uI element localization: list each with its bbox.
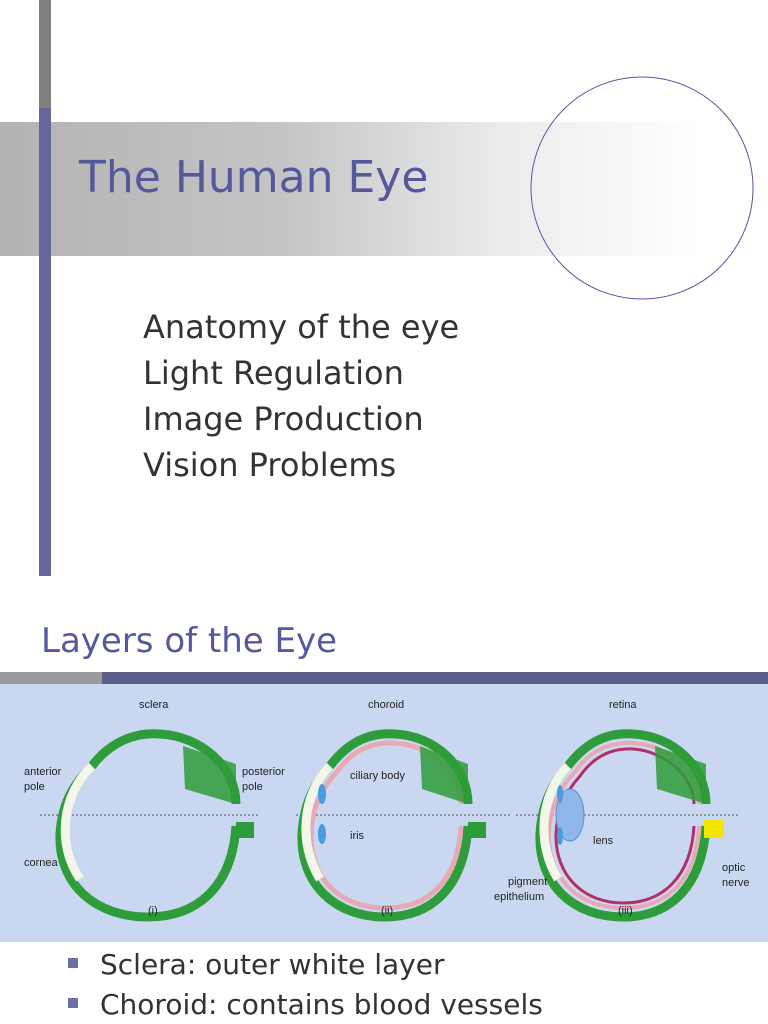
left-gray-bar xyxy=(39,0,51,108)
eye-panel-i: sclera anterior pole posterior pole corn… xyxy=(24,699,285,922)
title-rule-purple xyxy=(102,672,768,684)
label-optic: optic xyxy=(722,862,746,874)
label-cornea: cornea xyxy=(24,857,59,869)
label-nerve: nerve xyxy=(722,877,750,889)
bullet-square-icon xyxy=(68,998,78,1008)
bullet-item: Choroid: contains blood vessels xyxy=(68,988,543,1021)
label-anterior: anterior xyxy=(24,766,62,778)
eye-panel-iii: retina lens pigment epithelium optic ner… xyxy=(494,699,750,922)
label-epithelium: epithelium xyxy=(494,891,544,903)
agenda-item: Vision Problems xyxy=(143,446,397,484)
caption-i: (i) xyxy=(148,905,158,917)
agenda-item: Anatomy of the eye xyxy=(143,308,460,346)
slide-title: The Human Eye xyxy=(79,152,429,203)
agenda-item: Image Production xyxy=(143,400,424,438)
eye-layers-diagram: sclera anterior pole posterior pole corn… xyxy=(0,684,768,942)
caption-ii: (ii) xyxy=(381,905,393,917)
label-pole: pole xyxy=(24,781,45,793)
bullet-text: Sclera: outer white layer xyxy=(100,948,445,981)
bullet-item: Sclera: outer white layer xyxy=(68,948,444,981)
section-title: Layers of the Eye xyxy=(41,621,338,661)
label-iris: iris xyxy=(350,830,365,842)
caption-iii: (iii) xyxy=(618,905,633,917)
label-retina: retina xyxy=(609,699,637,711)
left-accent-bar xyxy=(39,108,51,576)
label-ciliary-body: ciliary body xyxy=(350,770,406,782)
bullet-square-icon xyxy=(68,958,78,968)
bullet-text: Choroid: contains blood vessels xyxy=(100,988,543,1021)
title-band xyxy=(0,122,700,256)
label-choroid: choroid xyxy=(368,699,404,711)
label-sclera: sclera xyxy=(139,699,169,711)
label-posterior-pole: pole xyxy=(242,781,263,793)
agenda-item: Light Regulation xyxy=(143,354,404,392)
label-lens: lens xyxy=(593,835,614,847)
decorative-circle xyxy=(530,76,754,300)
label-posterior: posterior xyxy=(242,766,285,778)
eye-panel-ii: choroid ciliary body iris (ii) xyxy=(296,699,510,922)
label-pigment: pigment xyxy=(508,876,547,888)
title-rule-gray xyxy=(0,672,102,684)
